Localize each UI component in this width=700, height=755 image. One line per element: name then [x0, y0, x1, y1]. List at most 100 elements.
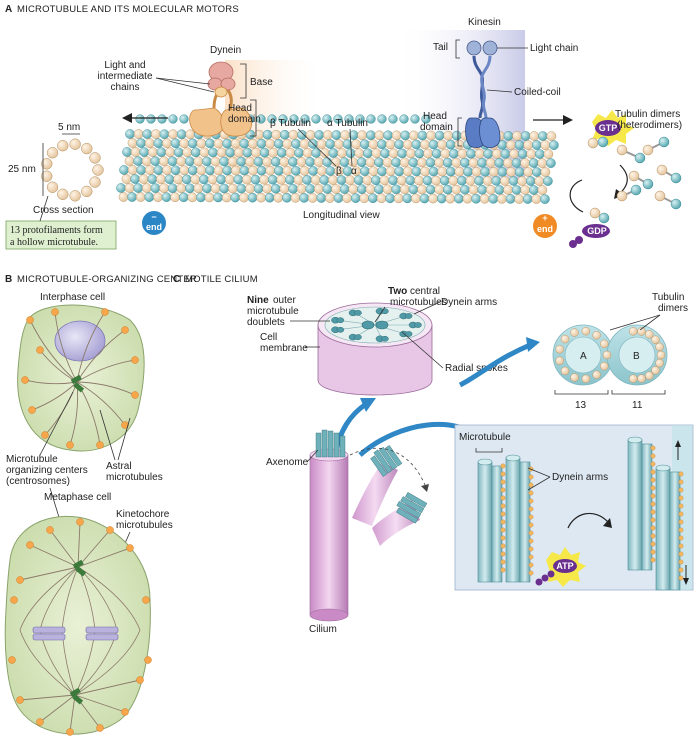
alpha-mark: α — [351, 166, 357, 177]
gtp-hydrolysis-arrow — [617, 164, 628, 196]
plus-end-sign: + — [542, 213, 547, 223]
mtoc-label-2: organizing centers — [6, 465, 88, 476]
dynein-arms-label: Dynein arms — [441, 297, 497, 308]
beta-pointer — [297, 128, 337, 167]
cross-section-label: Cross section — [33, 205, 94, 216]
astral-pointer-2 — [117, 417, 131, 461]
minus-direction-arrow — [122, 113, 168, 123]
dynein-arms-2-label: Dynein arms — [552, 472, 608, 483]
light-intermediate-label-3: chains — [111, 82, 140, 93]
nine-bold: Nine — [247, 295, 269, 306]
longitudinal-label: Longitudinal view — [303, 210, 380, 221]
kinesin-label: Kinesin — [468, 17, 501, 28]
axoneme-cross-section — [317, 302, 433, 396]
doublet-cross-section — [552, 324, 668, 386]
astral-label-2: microtubules — [106, 472, 163, 483]
arrow-to-cross-section-head — [360, 398, 376, 412]
minus-end-sign: − — [151, 212, 156, 222]
note-pointer — [39, 195, 49, 222]
metaphase-cell — [4, 515, 151, 735]
base-label: Base — [250, 77, 273, 88]
nine-label-2: microtubule — [247, 306, 299, 317]
light-chain-label: Light chain — [530, 43, 578, 54]
panel-a-letter: A — [5, 4, 12, 15]
atp-molecule: ATP — [535, 547, 586, 587]
tubulin-dimers-label-1: Tubulin dimers — [615, 109, 680, 120]
cross-section-ring — [41, 138, 104, 202]
mtoc-label-3: (centrosomes) — [6, 476, 70, 487]
dynein-label: Dynein — [210, 45, 241, 56]
a-count-bracket — [554, 390, 609, 395]
light-intermediate-label-1: Light and — [104, 60, 145, 71]
dynein-head-label-2: domain — [228, 114, 261, 125]
doublet-pair-left — [477, 454, 534, 583]
dynein-arms-2-pointer-2 — [527, 476, 551, 491]
two-label-2: microtubules — [390, 297, 447, 308]
nine-label-1: outer — [273, 295, 296, 306]
microtubule-lattice — [116, 114, 559, 204]
kinetochore-label-1: Kinetochore — [116, 509, 170, 520]
metaphase-chromosomes — [32, 626, 119, 641]
down-arrowhead — [683, 578, 689, 585]
gdp-label: GDP — [587, 226, 607, 236]
plus-direction-arrow — [533, 115, 573, 125]
coiled-coil-label: Coiled-coil — [514, 87, 561, 98]
sliding-arrow — [567, 512, 609, 529]
tubulin-dimers-c-label-2: dimers — [658, 303, 688, 314]
cilium — [309, 429, 429, 622]
interphase-centrosome — [70, 374, 85, 393]
b-count-bracket — [611, 390, 666, 395]
tubulin-dimers-c-pointer — [639, 314, 661, 331]
kinesin-head-label-1: Head — [423, 111, 447, 122]
light-chain-pointer-2 — [155, 77, 215, 93]
metaphase-centrosome-bottom — [69, 687, 84, 705]
tail-bracket — [455, 39, 460, 59]
up-arrowhead — [675, 440, 681, 447]
mtoc-label-1: Microtubule — [6, 454, 58, 465]
panel-a-title: MICROTUBULE AND ITS MOLECULAR MOTORS — [17, 4, 239, 15]
astral-pointer-1 — [99, 409, 116, 461]
metaphase-label: Metaphase cell — [44, 492, 111, 503]
light-chain-pointer-1 — [155, 77, 211, 85]
sliding-arrowhead — [603, 518, 612, 528]
tubulin-dimers-c-pointer-2 — [609, 314, 661, 331]
minus-end-label: end — [146, 222, 162, 232]
radial-spokes-label: Radial spokes — [445, 363, 508, 374]
beta-tubulin-label: β Tubulin — [270, 118, 311, 129]
cell-membrane-label-1: Cell — [260, 332, 277, 343]
dynein-head-bracket — [250, 99, 257, 137]
mtoc-pointer-1 — [39, 391, 74, 456]
axoneme-pointer — [306, 449, 319, 463]
b-count: 11 — [632, 400, 643, 411]
panel-a: A MICROTUBULE AND ITS MOLECULAR MOTORS 5… — [5, 4, 682, 250]
panel-b-letter: B — [5, 274, 12, 285]
cilium-label: Cilium — [309, 624, 337, 635]
alpha-pointer — [349, 128, 353, 167]
protofilament-note-line-2: a hollow microtubule. — [10, 237, 98, 248]
tubulin-dimers-label-2: (heterodimers) — [617, 120, 682, 131]
axoneme-label: Axenome — [266, 457, 309, 468]
protofilament-note-box — [5, 220, 117, 250]
metaphase-centrosome-top — [72, 559, 87, 577]
tail-label: Tail — [433, 42, 448, 53]
b-tubule-label: B — [633, 351, 640, 362]
a-tubule-label: A — [580, 351, 587, 362]
panel-b-title: MICROTUBULE-ORGANIZING CENTER — [17, 274, 197, 285]
two-bold: Two — [388, 286, 407, 297]
nine-label-3: doublets — [247, 317, 285, 328]
tubulin-dimers-c-label-1: Tubulin — [652, 292, 684, 303]
doublet-pair-right — [627, 425, 692, 591]
panel-c-letter: C — [173, 274, 180, 285]
two-pointer — [374, 306, 386, 323]
a-count: 13 — [575, 400, 587, 411]
plus-end-badge — [533, 214, 557, 238]
light-intermediate-label-2: intermediate — [97, 71, 152, 82]
protofilament-note-line-1: 13 protofilaments form — [10, 225, 103, 236]
panel-c-title: MOTILE CILIUM — [185, 274, 258, 285]
cell-membrane-label-2: membrane — [260, 343, 308, 354]
gdp-return-arrow — [569, 179, 584, 213]
free-tubulin-dimers — [616, 136, 682, 210]
minus-end-badge — [142, 211, 166, 235]
beta-mark: β — [336, 166, 342, 177]
